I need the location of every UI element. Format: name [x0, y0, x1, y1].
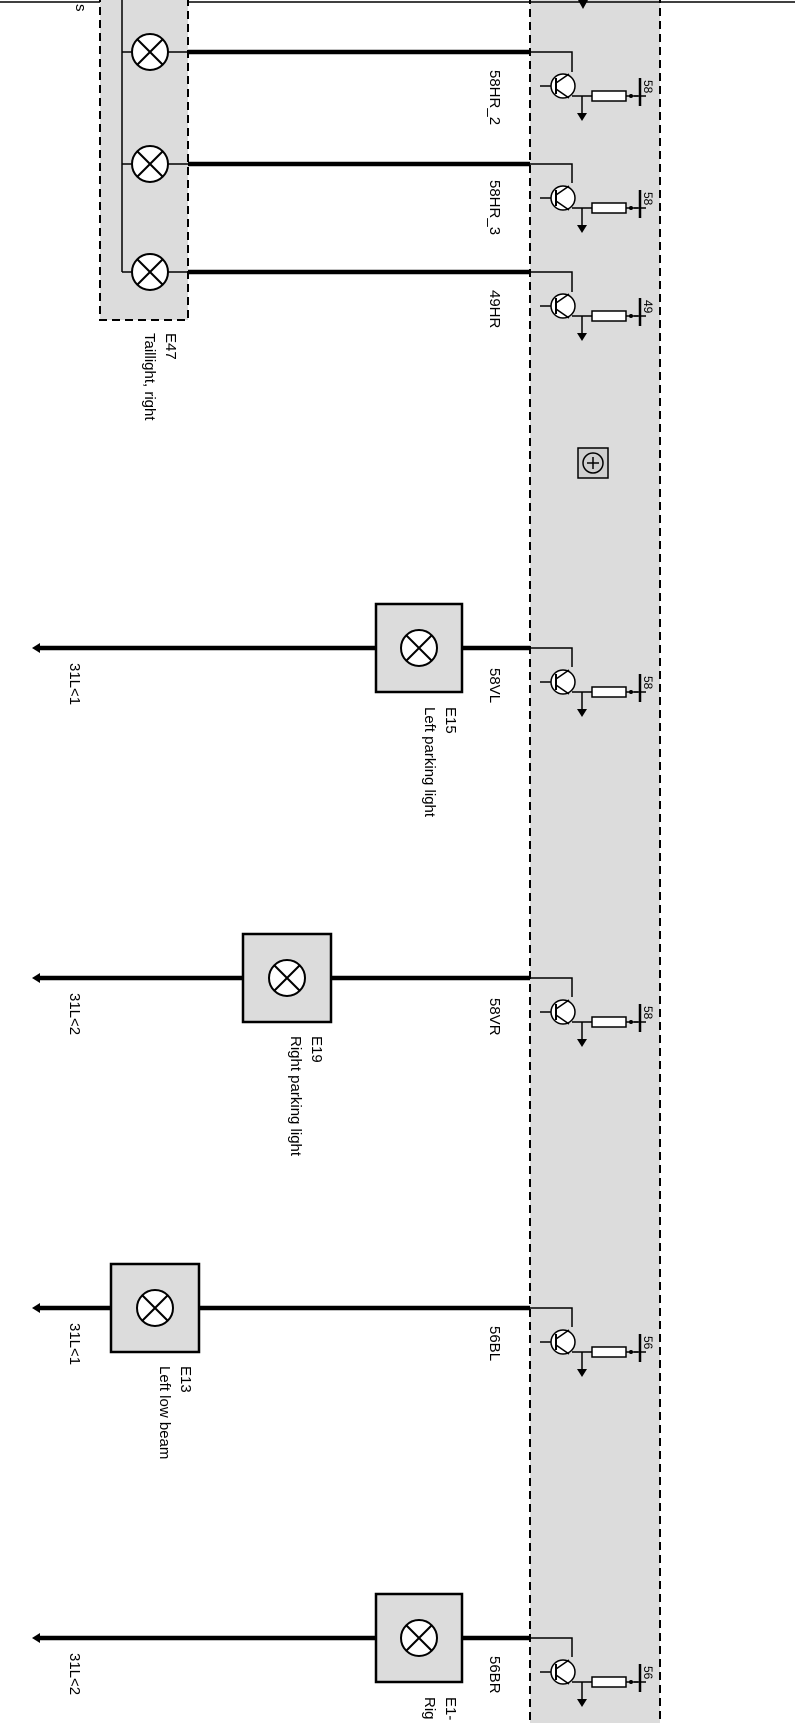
driver-stage: 56	[540, 1329, 655, 1377]
ground-arrow-icon	[577, 709, 587, 717]
lamp-cross-circle-icon	[131, 253, 169, 291]
resistor-icon	[591, 686, 627, 698]
ground-arrow-icon	[577, 225, 587, 233]
transistor-icon	[540, 293, 576, 319]
taillight-edge-fragment: s	[72, 4, 89, 12]
ground-arrow-icon	[32, 643, 40, 653]
module-symbol-icon	[577, 447, 609, 479]
module-top-arrow-icon	[578, 0, 588, 9]
signal-label: 58HR_2	[486, 70, 503, 125]
signal-label: 56BL	[486, 1326, 503, 1361]
signal-label: 58HR_3	[486, 180, 503, 235]
lamp-component: 31L<2 58VR E19 Right parking light	[32, 932, 573, 1157]
resistor-icon	[591, 1676, 627, 1688]
taillight-channel: 58HR_2	[122, 33, 573, 125]
ground-label: 31L<2	[66, 1653, 83, 1695]
driver-stage: 58	[540, 669, 655, 717]
ground-arrow-icon	[577, 333, 587, 341]
transistor-icon	[540, 669, 576, 695]
pin-label: 56	[641, 1336, 655, 1350]
taillight-channel: 58HR_3	[122, 145, 573, 235]
pin-label: 58	[641, 676, 655, 690]
control-module-box	[529, 0, 661, 1723]
driver-stages: 58 58 49 58 58 56 56	[540, 73, 655, 1707]
ground-arrow-icon	[577, 1369, 587, 1377]
ground-arrow-icon	[577, 1039, 587, 1047]
lamp-cross-circle-icon	[400, 1619, 438, 1657]
lamp-code: E15	[442, 707, 459, 734]
resistor-icon	[591, 1346, 627, 1358]
ground-label: 31L<2	[66, 993, 83, 1035]
resistor-icon	[591, 90, 627, 102]
driver-stage: 58	[540, 73, 655, 121]
taillight-code: E47	[162, 333, 179, 360]
ground-arrow-icon	[577, 113, 587, 121]
taillight-name: Taillight, right	[141, 333, 158, 421]
ground-arrow-icon	[32, 973, 40, 983]
lamp-component: 31L<1 56BL E13 Left low beam	[32, 1262, 573, 1459]
lamp-component: 31L<2 56BR E1- Rig	[32, 1592, 573, 1720]
transistor-icon	[540, 185, 576, 211]
lamp-name: Left low beam	[156, 1366, 173, 1459]
lamp-name: Right parking light	[287, 1036, 304, 1157]
lamp-code: E1-	[442, 1697, 459, 1720]
driver-stage: 49	[540, 293, 655, 341]
transistor-icon	[540, 73, 576, 99]
transistor-icon	[540, 1329, 576, 1355]
resistor-icon	[591, 310, 627, 322]
ground-arrow-icon	[32, 1633, 40, 1643]
ground-label: 31L<1	[66, 1323, 83, 1365]
taillight-channel: 49HR	[122, 253, 573, 329]
pin-label: 56	[641, 1666, 655, 1680]
pin-label: 58	[641, 80, 655, 94]
ground-label: 31L<1	[66, 663, 83, 705]
signal-label: 56BR	[486, 1656, 503, 1694]
signal-label: 58VR	[486, 998, 503, 1036]
transistor-icon	[540, 999, 576, 1025]
lamp-name: Rig	[421, 1697, 438, 1720]
lamp-cross-circle-icon	[131, 145, 169, 183]
lamp-cross-circle-icon	[131, 33, 169, 71]
transistor-icon	[540, 1659, 576, 1685]
signal-label: 49HR	[486, 290, 503, 329]
ground-arrow-icon	[32, 1303, 40, 1313]
lamp-cross-circle-icon	[400, 629, 438, 667]
lamp-code: E13	[177, 1366, 194, 1393]
ground-arrow-icon	[577, 1699, 587, 1707]
lamp-cross-circle-icon	[136, 1289, 174, 1327]
resistor-icon	[591, 1016, 627, 1028]
driver-stage: 56	[540, 1659, 655, 1707]
resistor-icon	[591, 202, 627, 214]
driver-stage: 58	[540, 185, 655, 233]
lamp-component: 31L<1 58VL E15 Left parking light	[32, 602, 573, 818]
lamp-code: E19	[308, 1036, 325, 1063]
lamp-name: Left parking light	[421, 707, 438, 818]
pin-label: 58	[641, 192, 655, 206]
lamp-cross-circle-icon	[268, 959, 306, 997]
pin-label: 58	[641, 1006, 655, 1020]
pin-label: 49	[641, 300, 655, 314]
driver-stage: 58	[540, 999, 655, 1047]
signal-label: 58VL	[486, 668, 503, 703]
